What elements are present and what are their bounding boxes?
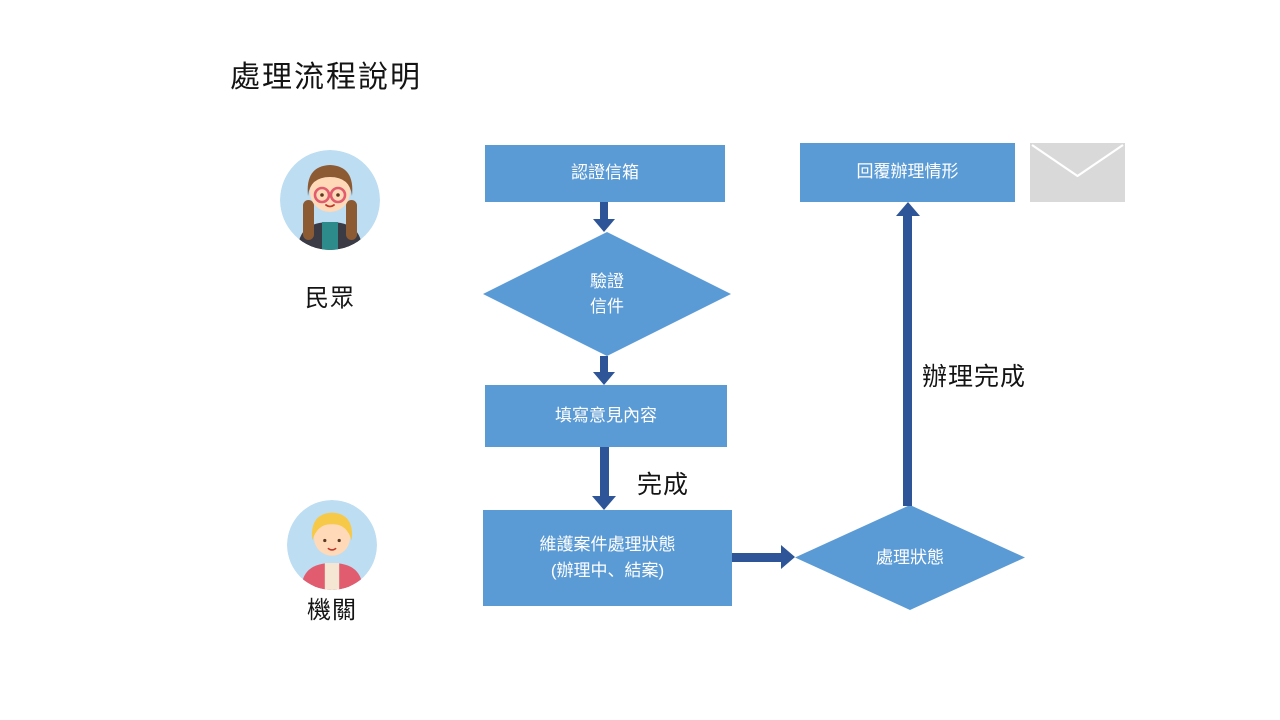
arrow-maintain-case-to-handle-status-head [781,545,795,569]
node-maintain-case-label-line1: 維護案件處理狀態 [539,534,676,554]
node-maintain-case: 維護案件處理狀態 (辦理中、結案) [483,510,732,606]
node-reply-result: 回覆辦理情形 [800,143,1015,202]
node-verify-mail: 驗證 信件 [483,232,731,356]
envelope-icon [1030,143,1125,202]
node-fill-opinion: 填寫意見內容 [485,385,727,447]
page-title: 處理流程說明 [230,61,422,94]
boy-avatar-icon [287,500,377,590]
arrow-fill-opinion-to-maintain-case [600,447,609,496]
edge-label-complete: 完成 [637,471,690,499]
node-handle-status: 處理狀態 [795,505,1025,610]
edge-label-handling-complete: 辦理完成 [922,363,1027,391]
arrow-maintain-case-to-handle-status [732,553,782,562]
arrow-verify-mail-to-fill-opinion [600,356,608,372]
node-maintain-case-label-line2: (辦理中、結案) [550,561,665,580]
citizen-label: 民眾 [305,285,355,312]
arrow-fill-opinion-to-maintain-case-head [592,496,616,510]
arrow-handle-status-to-reply-result [903,216,912,506]
node-verify-email: 認證信箱 [485,145,725,202]
node-verify-email-label: 認證信箱 [571,163,639,183]
node-handle-status-label: 處理狀態 [876,547,944,567]
node-verify-mail-label-line1: 驗證 [590,271,624,291]
agency-label: 機關 [307,597,357,624]
arrow-verify-mail-to-fill-opinion-head [593,372,615,385]
node-fill-opinion-label: 填寫意見內容 [555,405,657,425]
node-reply-result-label: 回覆辦理情形 [856,162,959,182]
agency-avatar [287,500,377,590]
girl-avatar-icon [280,150,380,250]
arrow-handle-status-to-reply-result-head [896,202,920,216]
node-verify-mail-label-line2: 信件 [590,297,624,316]
citizen-avatar [280,150,380,250]
envelope-icon-graphic [1030,143,1125,202]
arrow-verify-email-to-verify-mail [600,202,608,220]
arrow-verify-email-to-verify-mail-head [593,219,615,232]
